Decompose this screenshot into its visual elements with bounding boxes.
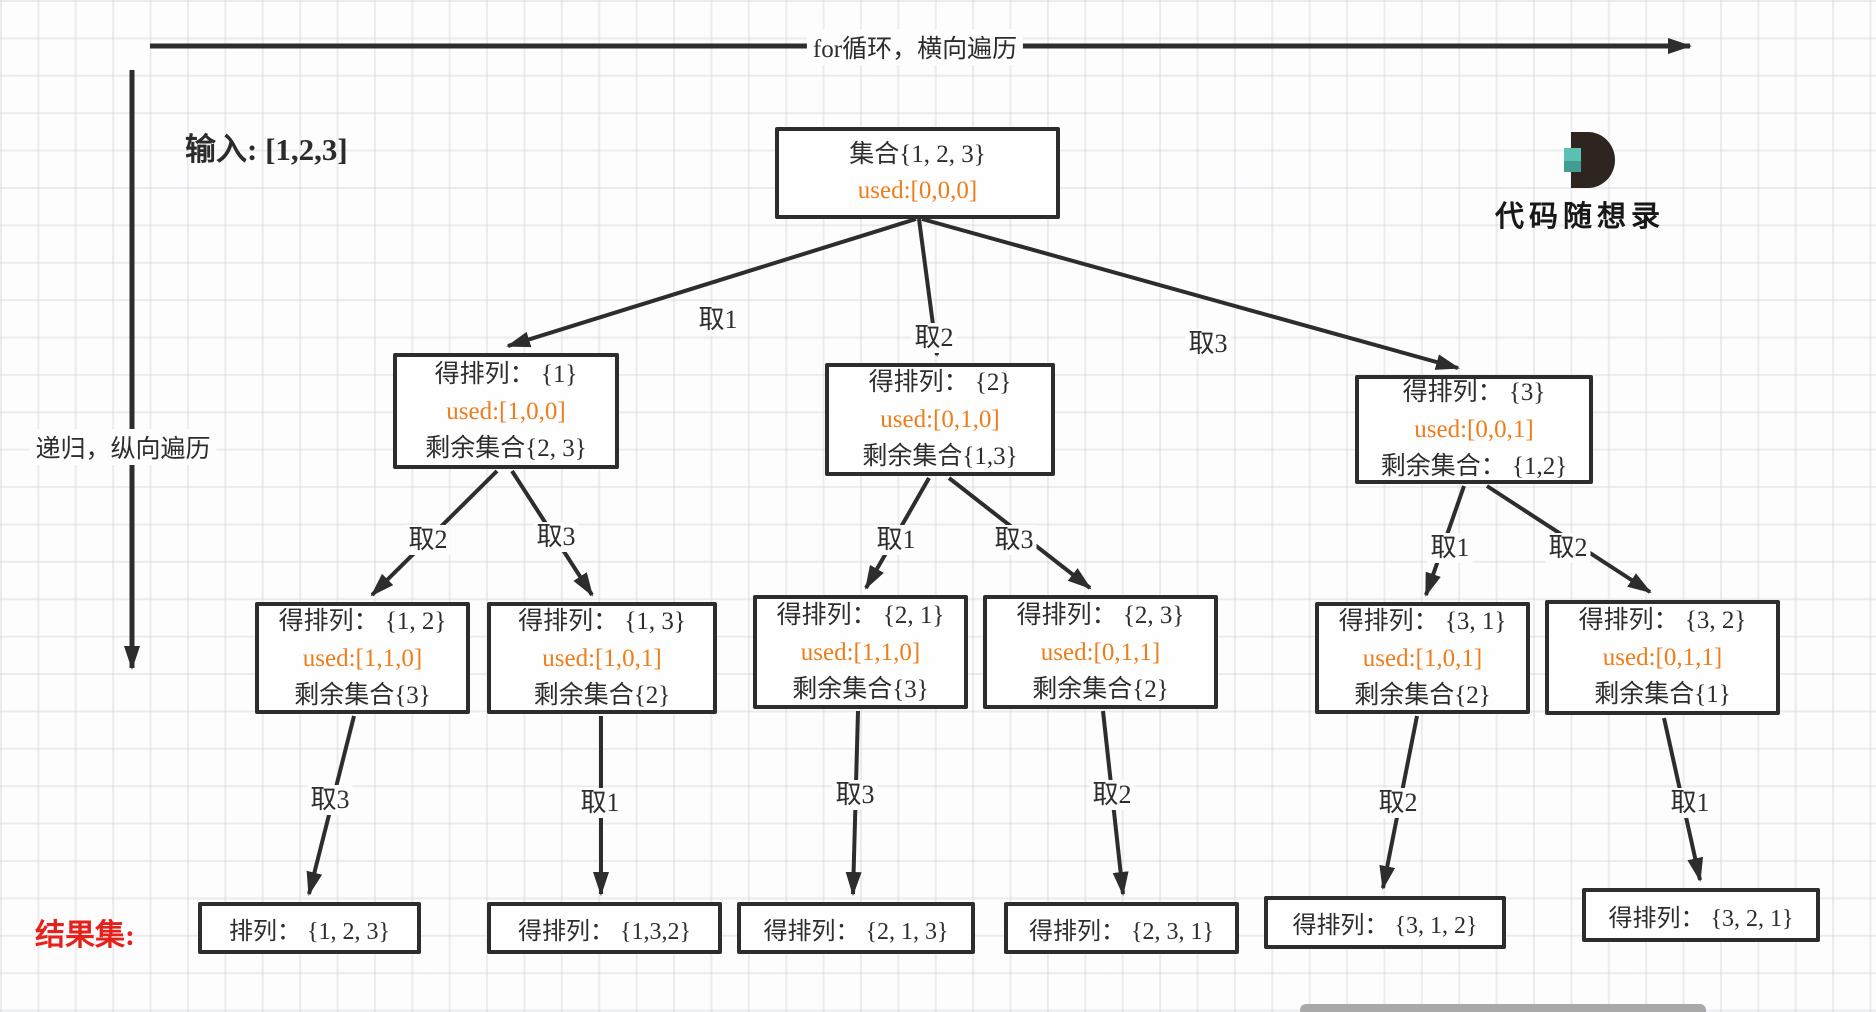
node-remain: 剩余集合{2} — [1032, 675, 1169, 703]
node-used: used:[0,0,0] — [857, 177, 978, 204]
result-box-6: 得排列： {3, 2, 1} — [1582, 888, 1820, 942]
node-used: used:[0,0,1] — [1414, 416, 1534, 443]
brand-logo: 代码随想录 — [1480, 132, 1680, 235]
scrollbar-thumb[interactable] — [1300, 1004, 1706, 1012]
node-used: used:[1,1,0] — [800, 638, 921, 666]
tree-node-l3-5: 得排列： {3, 1} used:[1,0,1] 剩余集合{2} — [1315, 602, 1530, 714]
node-remain: 剩余集合{2} — [1354, 681, 1491, 709]
tree-node-l3-3: 得排列： {2, 1} used:[1,1,0] 剩余集合{3} — [753, 595, 968, 709]
tree-node-l2-1: 得排列： {1} used:[1,0,0] 剩余集合{2, 3} — [393, 353, 619, 469]
edge-label-l3-6-take1: 取1 — [1667, 788, 1713, 818]
tree-node-l3-2: 得排列： {1, 3} used:[1,0,1] 剩余集合{2} — [487, 602, 717, 714]
result-box-1: 排列： {1, 2, 3} — [198, 902, 421, 954]
node-used: used:[0,1,0] — [880, 406, 1000, 433]
node-remain: 剩余集合{1} — [1594, 681, 1731, 708]
result-box-3: 得排列： {2, 1, 3} — [737, 902, 975, 954]
tree-node-l3-4: 得排列： {2, 3} used:[0,1,1] 剩余集合{2} — [983, 595, 1218, 709]
node-used: used:[0,1,1] — [1040, 638, 1161, 666]
edge-label-l2-2-take1: 取1 — [873, 525, 919, 555]
node-used: used:[1,0,0] — [446, 397, 566, 425]
result-box-2: 得排列： {1,3,2} — [487, 902, 722, 954]
node-remain: 剩余集合： {1,2} — [1380, 453, 1568, 480]
top-arrow-label: for循环，横向遍历 — [806, 29, 1024, 65]
logo-d-icon — [1564, 132, 1616, 195]
node-used: used:[1,1,0] — [302, 644, 423, 672]
node-title: 得排列： {2, 1} — [776, 601, 945, 629]
node-title: 得排列： {2} — [868, 369, 1012, 396]
node-remain: 剩余集合{2} — [533, 681, 671, 709]
node-title: 集合{1, 2, 3} — [849, 141, 986, 168]
node-title: 得排列： {1, 2} — [278, 607, 447, 635]
node-remain: 剩余集合{3} — [792, 675, 929, 703]
tree-node-l2-2: 得排列： {2} used:[0,1,0] 剩余集合{1,3} — [825, 363, 1055, 476]
node-title: 得排列： {3, 1} — [1338, 607, 1507, 635]
node-used: used:[1,0,1] — [542, 644, 662, 672]
result-box-4: 得排列： {2, 3, 1} — [1004, 902, 1239, 954]
result-box-5: 得排列： {3, 1, 2} — [1264, 896, 1506, 949]
tree-node-l3-6: 得排列： {3, 2} used:[0,1,1] 剩余集合{1} — [1545, 600, 1780, 715]
edge-root-to-l2-1 — [506, 217, 917, 348]
edge-label-l2-3-take2: 取2 — [1545, 533, 1591, 563]
edge-label-l2-1-take2: 取2 — [405, 525, 451, 555]
left-arrow-label: 递归，纵向遍历 — [29, 429, 217, 465]
edge-label-l2-1-take3: 取3 — [533, 522, 579, 552]
node-title: 得排列： {3} — [1402, 379, 1546, 406]
input-label: 输入: [1,2,3] — [185, 132, 348, 167]
tree-node-root: 集合{1, 2, 3} used:[0,0,0] — [775, 127, 1060, 219]
node-title: 得排列： {3, 2} — [1578, 607, 1747, 634]
node-title: 得排列： {1} — [434, 360, 578, 388]
edge-label-l3-1-take3: 取3 — [307, 785, 353, 815]
edge-label-root-take2: 取2 — [911, 323, 957, 353]
result-set-label: 结果集: — [35, 919, 135, 952]
edge-label-l2-2-take3: 取3 — [991, 525, 1037, 555]
edge-label-l2-3-take1: 取1 — [1427, 533, 1473, 563]
node-used: used:[0,1,1] — [1602, 644, 1723, 671]
node-title: 得排列： {1, 3} — [518, 607, 686, 635]
edge-label-l3-2-take1: 取1 — [577, 788, 623, 818]
edge-root-to-l2-3 — [921, 217, 1460, 370]
brand-name: 代码随想录 — [1494, 201, 1665, 233]
edge-label-l3-5-take2: 取2 — [1375, 788, 1421, 818]
edge-label-root-take1: 取1 — [695, 305, 741, 335]
edge-label-l3-4-take2: 取2 — [1089, 780, 1135, 810]
node-title: 得排列： {2, 3} — [1016, 601, 1185, 629]
edge-label-l3-3-take3: 取3 — [832, 780, 878, 810]
edge-label-root-take3: 取3 — [1185, 329, 1231, 359]
node-used: used:[1,0,1] — [1362, 644, 1483, 672]
node-remain: 剩余集合{1,3} — [862, 443, 1018, 470]
node-remain: 剩余集合{2, 3} — [425, 434, 587, 462]
tree-node-l3-1: 得排列： {1, 2} used:[1,1,0] 剩余集合{3} — [255, 602, 470, 714]
tree-node-l2-3: 得排列： {3} used:[0,0,1] 剩余集合： {1,2} — [1355, 375, 1593, 484]
node-remain: 剩余集合{3} — [294, 681, 431, 709]
